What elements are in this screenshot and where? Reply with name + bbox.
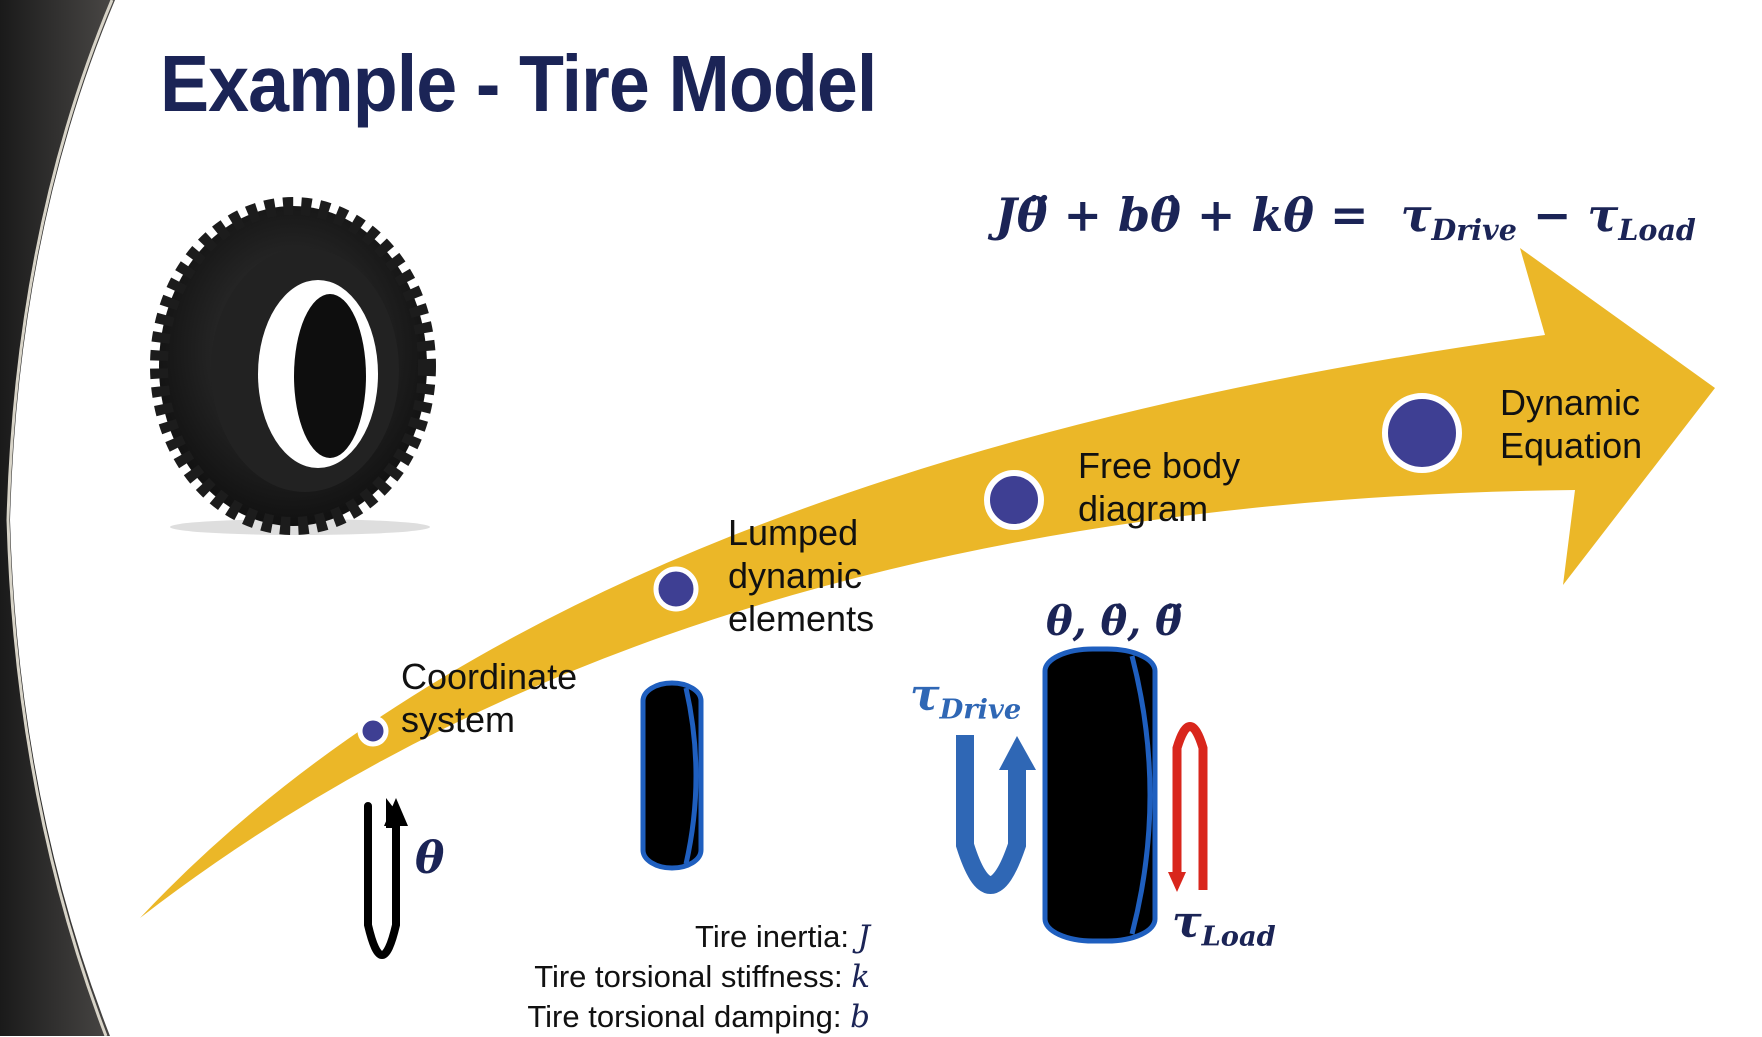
step-label-fbd: Free body diagram <box>1078 445 1241 529</box>
tau-drive-label: τDrive <box>910 670 1022 726</box>
fbd-wheel-icon <box>1042 646 1158 944</box>
equation-tau-load: τ <box>1587 188 1619 242</box>
left-frame-highlight <box>6 0 114 1036</box>
step-label-dynamic: Dynamic Equation <box>1500 382 1643 466</box>
dot-lumped <box>653 566 699 612</box>
lumped-wheel-icon <box>640 680 704 871</box>
dynamic-equation: Jθ̈ + bθ̇ + kθ = τDrive − τLoad <box>995 188 1696 247</box>
dot-coordinate <box>357 715 389 747</box>
equation-tau-drive: τ <box>1400 188 1432 242</box>
page-title: Example - Tire Model <box>160 39 877 128</box>
state-variables-label: θ, θ̇, θ̈ <box>1046 598 1182 645</box>
equation-drive-sub: Drive <box>1431 213 1517 248</box>
dot-fbd <box>984 470 1044 530</box>
equation-minus: − <box>1516 188 1588 242</box>
process-arrow <box>140 248 1715 918</box>
equation-lhs: Jθ̈ + bθ̇ + kθ = <box>995 188 1369 242</box>
left-frame <box>0 0 115 1036</box>
load-arrow-icon <box>1168 722 1208 892</box>
step-label-lumped: Lumped dynamic elements <box>728 512 875 639</box>
property-damping: Tire torsional damping: b <box>527 999 870 1035</box>
coordinate-theta-label: θ <box>415 833 445 884</box>
tire-properties: Tire inertia: J Tire torsional stiffness… <box>527 917 870 1037</box>
drive-arrow-icon <box>956 735 1036 894</box>
step-label-coordinate: Coordinate system <box>401 656 578 740</box>
rotation-arrow-icon <box>364 798 408 959</box>
equation-load-sub: Load <box>1618 213 1696 248</box>
tau-load-label: τLoad <box>1172 897 1276 953</box>
tire-icon <box>150 197 436 535</box>
dot-dynamic <box>1382 393 1462 473</box>
property-inertia: Tire inertia: J <box>695 919 870 955</box>
property-stiffness: Tire torsional stiffness: k <box>534 959 870 995</box>
step-dots <box>357 393 1462 747</box>
